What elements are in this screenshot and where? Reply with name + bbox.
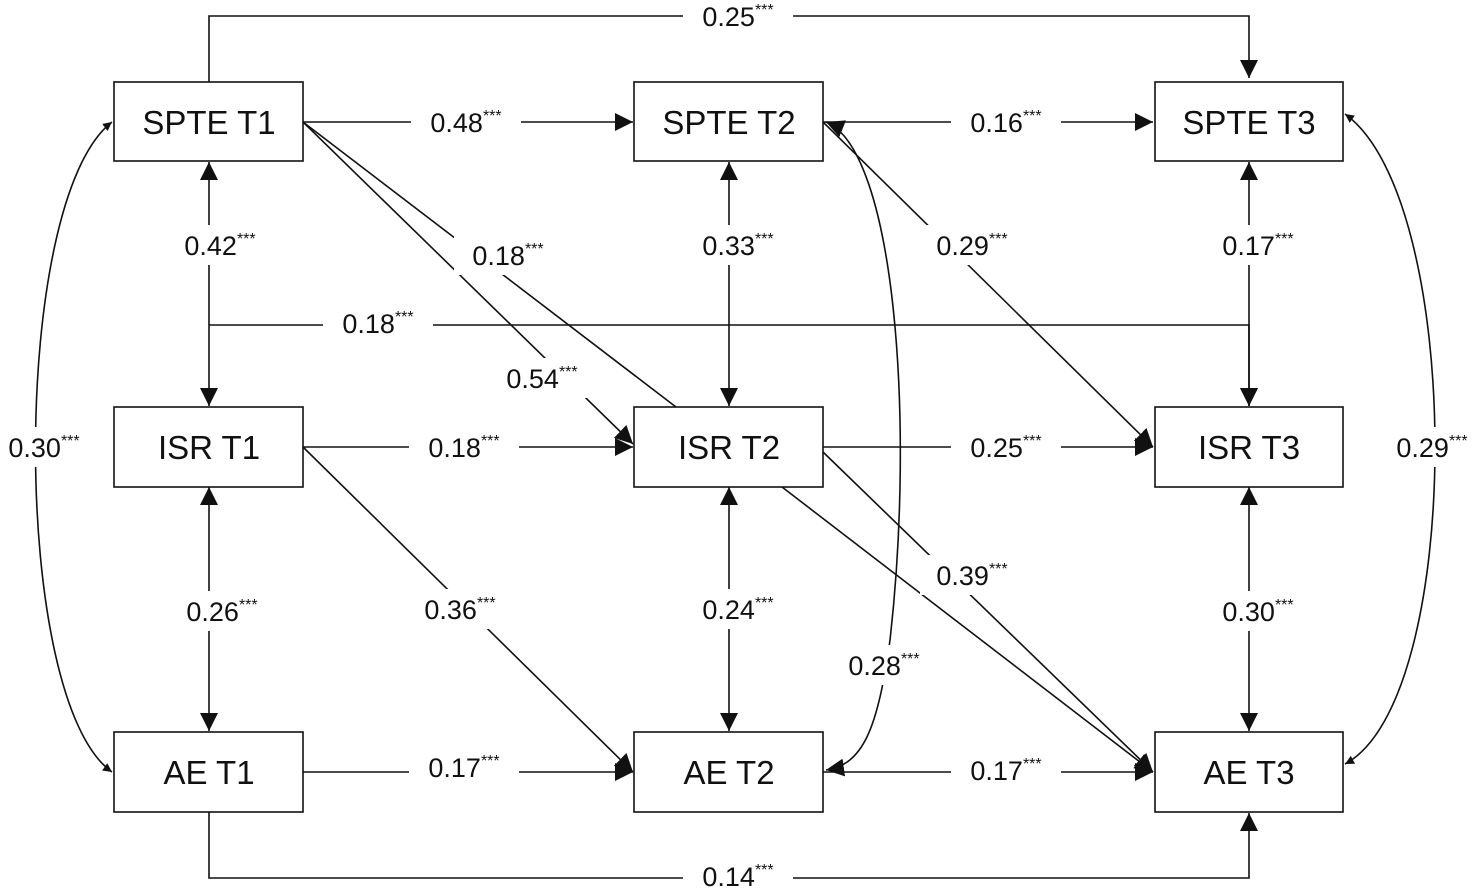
coef-spte2-isr3: 0.29*** [917,225,1027,265]
svg-text:0.14***: 0.14*** [702,862,773,892]
svg-text:0.29***: 0.29*** [1396,433,1467,463]
svg-text:AE T3: AE T3 [1203,754,1294,791]
svg-text:0.42***: 0.42*** [184,231,255,261]
path-spte2-isr3 [822,121,1154,448]
node-ae-t1: AE T1 [113,731,304,813]
svg-text:ISR T2: ISR T2 [678,429,780,466]
coef-isr1-isr3: 0.18*** [323,305,433,341]
svg-text:0.36***: 0.36*** [424,595,495,625]
node-ae-t2: AE T2 [633,731,824,813]
svg-text:0.16***: 0.16*** [970,108,1041,138]
coef-ae1-ae3: 0.14*** [683,859,793,893]
coef-spte1-spte3: 0.25*** [683,0,793,33]
coef-spte2-isr2: 0.33*** [683,225,793,265]
svg-text:0.18***: 0.18*** [342,309,413,339]
coef-ae1-ae2: 0.17*** [409,747,519,787]
svg-text:0.54***: 0.54*** [506,364,577,394]
coef-isr1-isr2: 0.18*** [409,430,519,464]
svg-text:SPTE T2: SPTE T2 [662,104,795,141]
node-spte-t1: SPTE T1 [113,81,304,162]
path-isr2-ae3-b [822,451,1154,773]
coef-isr1-ae2: 0.36*** [410,589,510,629]
coef-isr2-ae2: 0.24*** [683,589,793,629]
coef-spte3-ae3: 0.29*** [1388,427,1476,467]
svg-text:ISR T1: ISR T1 [158,429,260,466]
coef-ae2-ae3: 0.17*** [951,753,1061,787]
coef-isr3-ae3: 0.30*** [1203,591,1313,631]
coef-spte1-isr1: 0.42*** [165,225,275,265]
path-spte2-ae2 [825,120,902,777]
svg-text:SPTE T3: SPTE T3 [1182,104,1315,141]
svg-text:0.25***: 0.25*** [702,2,773,32]
node-isr-t2: ISR T2 [633,406,824,488]
svg-text:SPTE T1: SPTE T1 [142,104,275,141]
svg-text:0.33***: 0.33*** [702,231,773,261]
svg-text:0.25***: 0.25*** [970,433,1041,463]
coef-spte2-spte3: 0.16*** [951,105,1061,139]
coef-spte1-spte2: 0.48*** [411,105,521,139]
svg-text:0.24***: 0.24*** [702,595,773,625]
svg-text:0.39***: 0.39*** [936,561,1007,591]
coef-isr2-spte1: 0.18*** [454,235,562,275]
svg-text:ISR T3: ISR T3 [1198,429,1300,466]
svg-text:0.29***: 0.29*** [936,231,1007,261]
svg-text:0.48***: 0.48*** [430,108,501,138]
coef-spte3-isr3: 0.17*** [1203,225,1313,265]
coef-isr2-ae3-b: 0.39*** [920,555,1024,595]
coef-isr1-ae1: 0.26*** [167,591,277,631]
svg-text:0.17***: 0.17*** [428,753,499,783]
svg-text:0.28***: 0.28*** [848,651,919,681]
coef-spte1-ae1: 0.30*** [2,427,86,467]
node-isr-t3: ISR T3 [1154,406,1344,488]
svg-text:0.18***: 0.18*** [428,433,499,463]
svg-text:0.30***: 0.30*** [8,433,79,463]
node-spte-t3: SPTE T3 [1154,81,1344,162]
coef-spte2-ae2: 0.28*** [836,645,932,685]
svg-text:AE T2: AE T2 [683,754,774,791]
path-isr2-ae3-a [781,486,1154,773]
node-spte-t2: SPTE T2 [633,81,824,162]
svg-text:0.26***: 0.26*** [186,597,257,627]
svg-text:0.30***: 0.30*** [1222,597,1293,627]
svg-text:AE T1: AE T1 [163,754,254,791]
node-isr-t1: ISR T1 [113,406,304,488]
svg-text:0.18***: 0.18*** [472,241,543,271]
coef-isr2-isr3: 0.25*** [951,430,1061,464]
node-ae-t3: AE T3 [1154,731,1344,813]
coef-spte1-isr2: 0.54*** [490,358,594,398]
svg-text:0.17***: 0.17*** [970,756,1041,786]
svg-text:0.17***: 0.17*** [1222,231,1293,261]
nodes: SPTE T1 SPTE T2 SPTE T3 ISR T1 ISR T2 IS… [113,81,1344,813]
